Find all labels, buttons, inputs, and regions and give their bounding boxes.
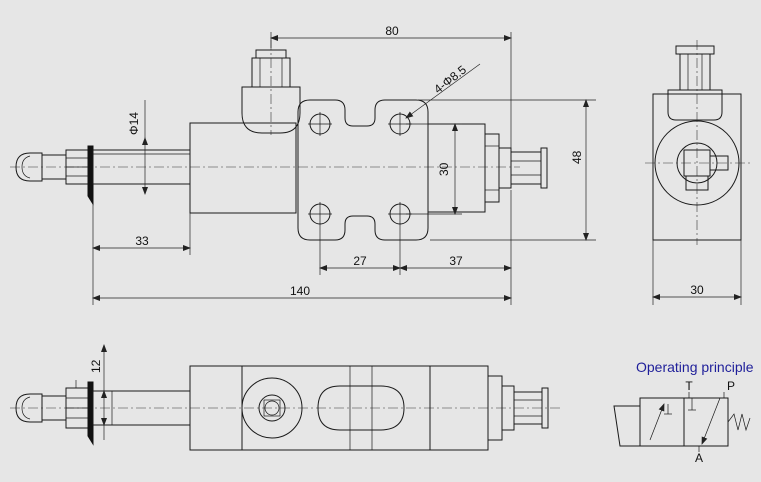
dim-label-80: 80 xyxy=(385,24,399,38)
handle-knob xyxy=(15,145,94,206)
valve-box-right xyxy=(683,397,729,447)
dim-label-side-30: 30 xyxy=(690,283,704,297)
dim-lever-length: 33 xyxy=(92,204,191,305)
schematic-title: Operating principle xyxy=(636,359,754,375)
flange-plate xyxy=(297,99,429,241)
bottom-port-outer xyxy=(241,377,303,439)
dim-label-27: 27 xyxy=(353,254,367,268)
side-view: 30 xyxy=(645,40,750,305)
front-view: 80 4-Φ8.5 Φ14 30 48 xyxy=(10,24,596,305)
dim-label-48: 48 xyxy=(570,150,584,164)
top-fitting xyxy=(241,40,301,135)
dim-lower-horizontal: 27 37 xyxy=(319,190,512,305)
dim-label-phi14: Φ14 xyxy=(127,112,141,135)
cylinder-body xyxy=(189,122,297,214)
dim-label-140: 140 xyxy=(290,284,310,298)
port-p-label: P xyxy=(727,379,735,393)
port-a-label: A xyxy=(695,451,703,465)
dim-label-12: 12 xyxy=(89,359,103,373)
port-t-label: T xyxy=(685,379,693,393)
dim-hole-spacing-v: 30 xyxy=(406,123,462,215)
operating-principle-schematic: Operating principle T P A xyxy=(613,359,754,465)
dim-spool-diameter: Φ14 xyxy=(127,100,148,195)
dim-label-33: 33 xyxy=(135,234,149,248)
cam-lobe xyxy=(317,385,405,431)
dim-body-height: 48 xyxy=(418,99,596,241)
dim-label-37: 37 xyxy=(449,254,463,268)
valve-box-left xyxy=(639,397,685,447)
dim-total-length: 140 xyxy=(92,284,512,301)
hole-callout: 4-Φ8.5 xyxy=(405,62,481,119)
dim-label-holes: 4-Φ8.5 xyxy=(431,62,469,96)
bottom-view: 12 xyxy=(10,344,560,451)
dim-top-width: 80 xyxy=(270,24,512,150)
dim-label-30-v: 30 xyxy=(437,162,451,176)
